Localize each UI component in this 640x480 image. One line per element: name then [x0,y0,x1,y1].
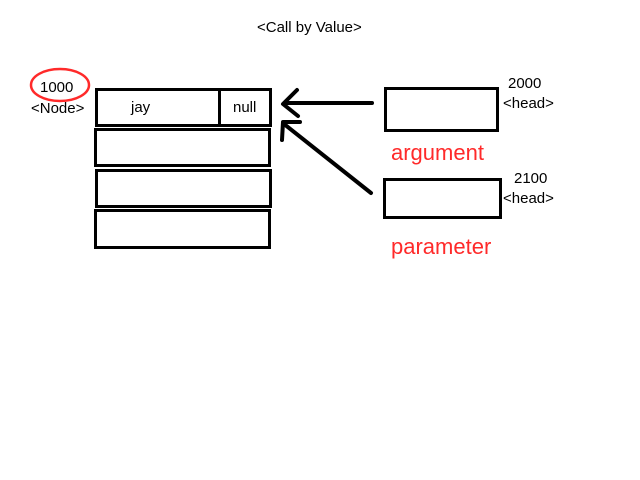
diagram-title: <Call by Value> [257,19,362,36]
parameter-type-label: <head> [503,190,554,207]
node-row-data [95,88,272,127]
node-row-empty-3 [94,209,271,249]
node-field-next: null [233,99,257,116]
parameter-address-label: 2100 [514,170,548,187]
node-row-empty-1 [94,128,271,167]
argument-box [384,87,499,132]
node-row-empty-2 [95,169,272,208]
argument-label: argument [391,140,484,165]
parameter-label: parameter [391,234,492,259]
reference-arrows [280,88,374,195]
node-structure [94,88,272,249]
argument-address-label: 2000 [508,75,542,92]
parameter-box [383,178,502,219]
node-field-data: jay [131,99,151,116]
argument-arrow [281,88,374,118]
parameter-arrow [280,120,373,195]
address-highlight-circle [29,67,91,103]
node-address-label: 1000 [40,79,74,96]
node-type-label: <Node> [31,100,85,117]
argument-type-label: <head> [503,95,554,112]
